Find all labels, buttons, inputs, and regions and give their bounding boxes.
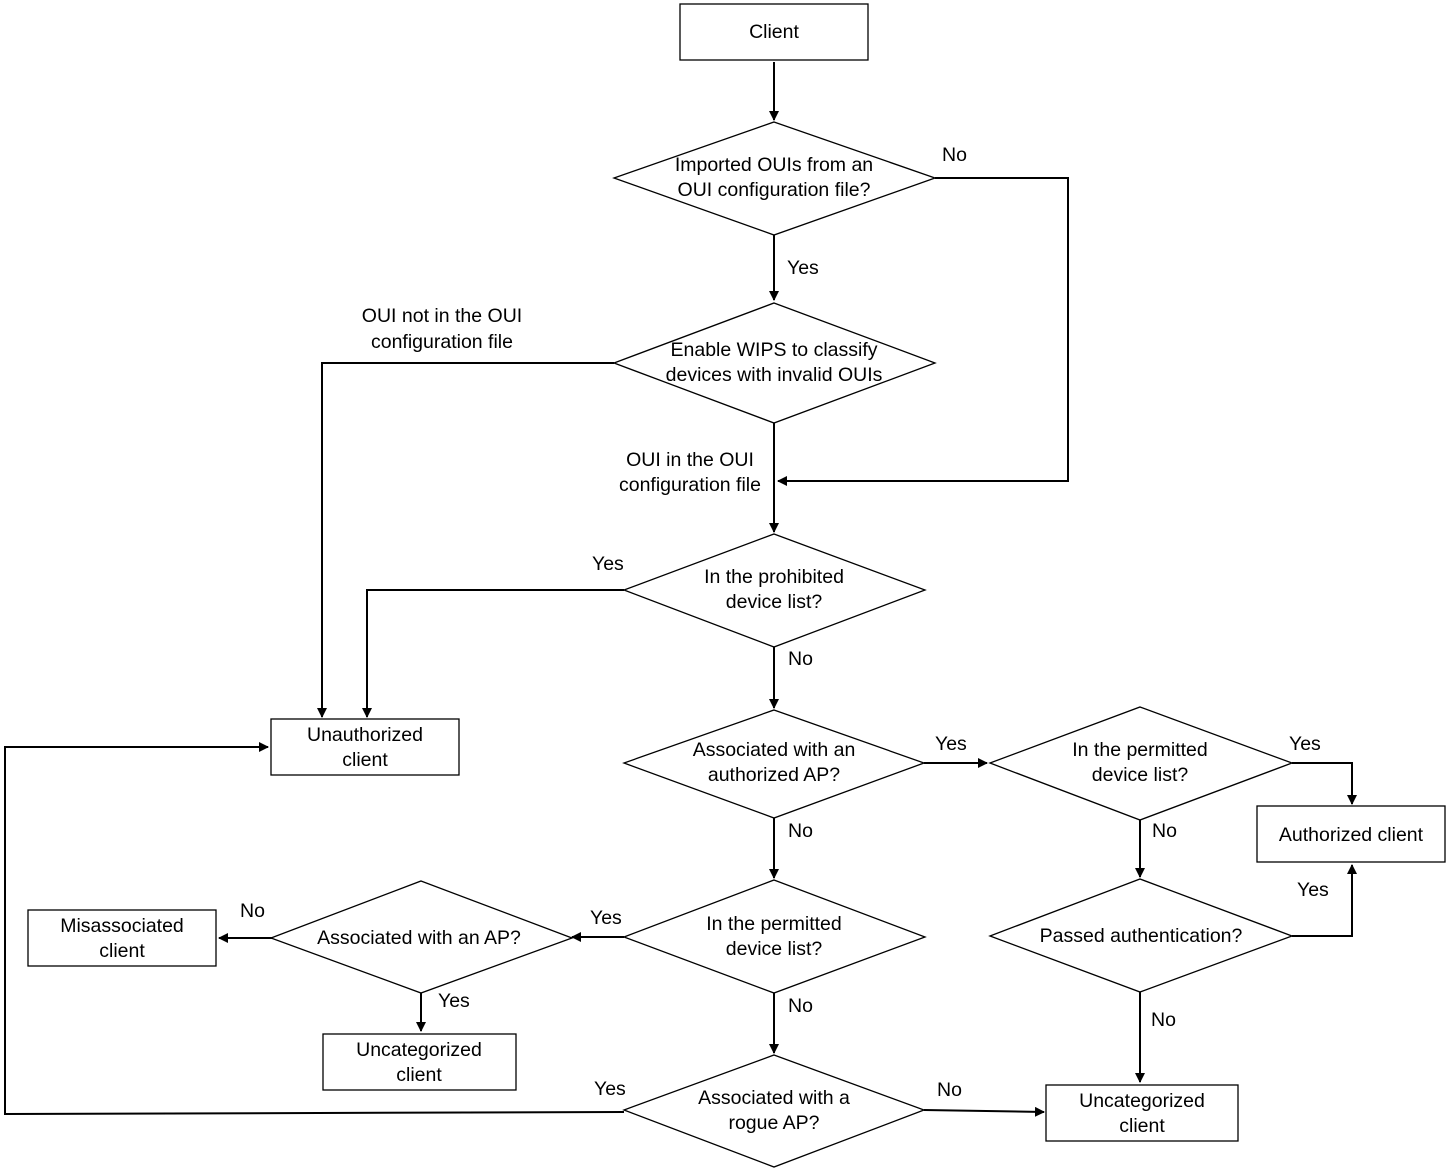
edge-label-rogue-no: No <box>937 1079 962 1101</box>
client-box <box>679 3 869 61</box>
edge-label-rogue-yes: Yes <box>594 1078 626 1100</box>
edge-wips-not-in-file <box>317 362 614 718</box>
assoc-authorized-ap-decision <box>622 709 926 819</box>
edge-label-imported-no: No <box>942 144 967 166</box>
passed-auth-label: Passed authentication? <box>1040 925 1243 947</box>
edge-label-auth-no: No <box>1151 1009 1176 1031</box>
edge-label-assoc-ap-no: No <box>240 900 265 922</box>
assoc-rogue-ap-decision <box>622 1054 926 1168</box>
enable-wips-decision <box>612 302 937 424</box>
client-label: Client <box>749 21 799 43</box>
assoc-an-ap-label: Associated with an AP? <box>317 927 521 949</box>
edge-imported-no <box>777 177 1069 486</box>
edge-label-assoc-authorized-yes: Yes <box>935 733 967 755</box>
edge-label-permitted-mid-yes: Yes <box>590 907 622 929</box>
edge-prohibited-yes <box>362 589 624 718</box>
uncategorized-client-mid-box <box>322 1033 517 1091</box>
edge-label-permitted-right-no: No <box>1152 820 1177 842</box>
permitted-list-right-decision <box>988 706 1294 821</box>
connectors <box>4 62 1357 1117</box>
permitted-list-mid-decision <box>622 879 927 994</box>
edge-label-permitted-mid-no: No <box>788 995 813 1017</box>
edge-label-prohibited-yes: Yes <box>592 553 624 575</box>
passed-auth-decision <box>988 878 1294 993</box>
imported-ouis-decision <box>612 121 937 236</box>
edge-label-assoc-authorized-no: No <box>788 820 813 842</box>
misassociated-client-box <box>27 909 217 967</box>
edge-permitted-right-yes <box>1292 762 1357 805</box>
authorized-client-label: Authorized client <box>1279 824 1424 846</box>
authorized-client-box <box>1256 805 1446 863</box>
edge-label-imported-yes: Yes <box>787 257 819 279</box>
edge-label-prohibited-no: No <box>788 648 813 670</box>
unauthorized-client-box <box>270 718 460 776</box>
edge-label-auth-yes: Yes <box>1297 879 1329 901</box>
prohibited-list-decision <box>622 533 927 648</box>
edge-rogue-no <box>923 1106 1045 1117</box>
edge-label-permitted-right-yes: Yes <box>1289 733 1321 755</box>
edge-label-assoc-ap-yes: Yes <box>438 990 470 1012</box>
edge-auth-yes <box>1292 864 1357 937</box>
assoc-an-ap-decision <box>269 880 574 994</box>
uncategorized-client-right-box <box>1045 1084 1239 1142</box>
node-shapes <box>27 3 1446 1168</box>
edge-rogue-yes <box>4 742 625 1116</box>
